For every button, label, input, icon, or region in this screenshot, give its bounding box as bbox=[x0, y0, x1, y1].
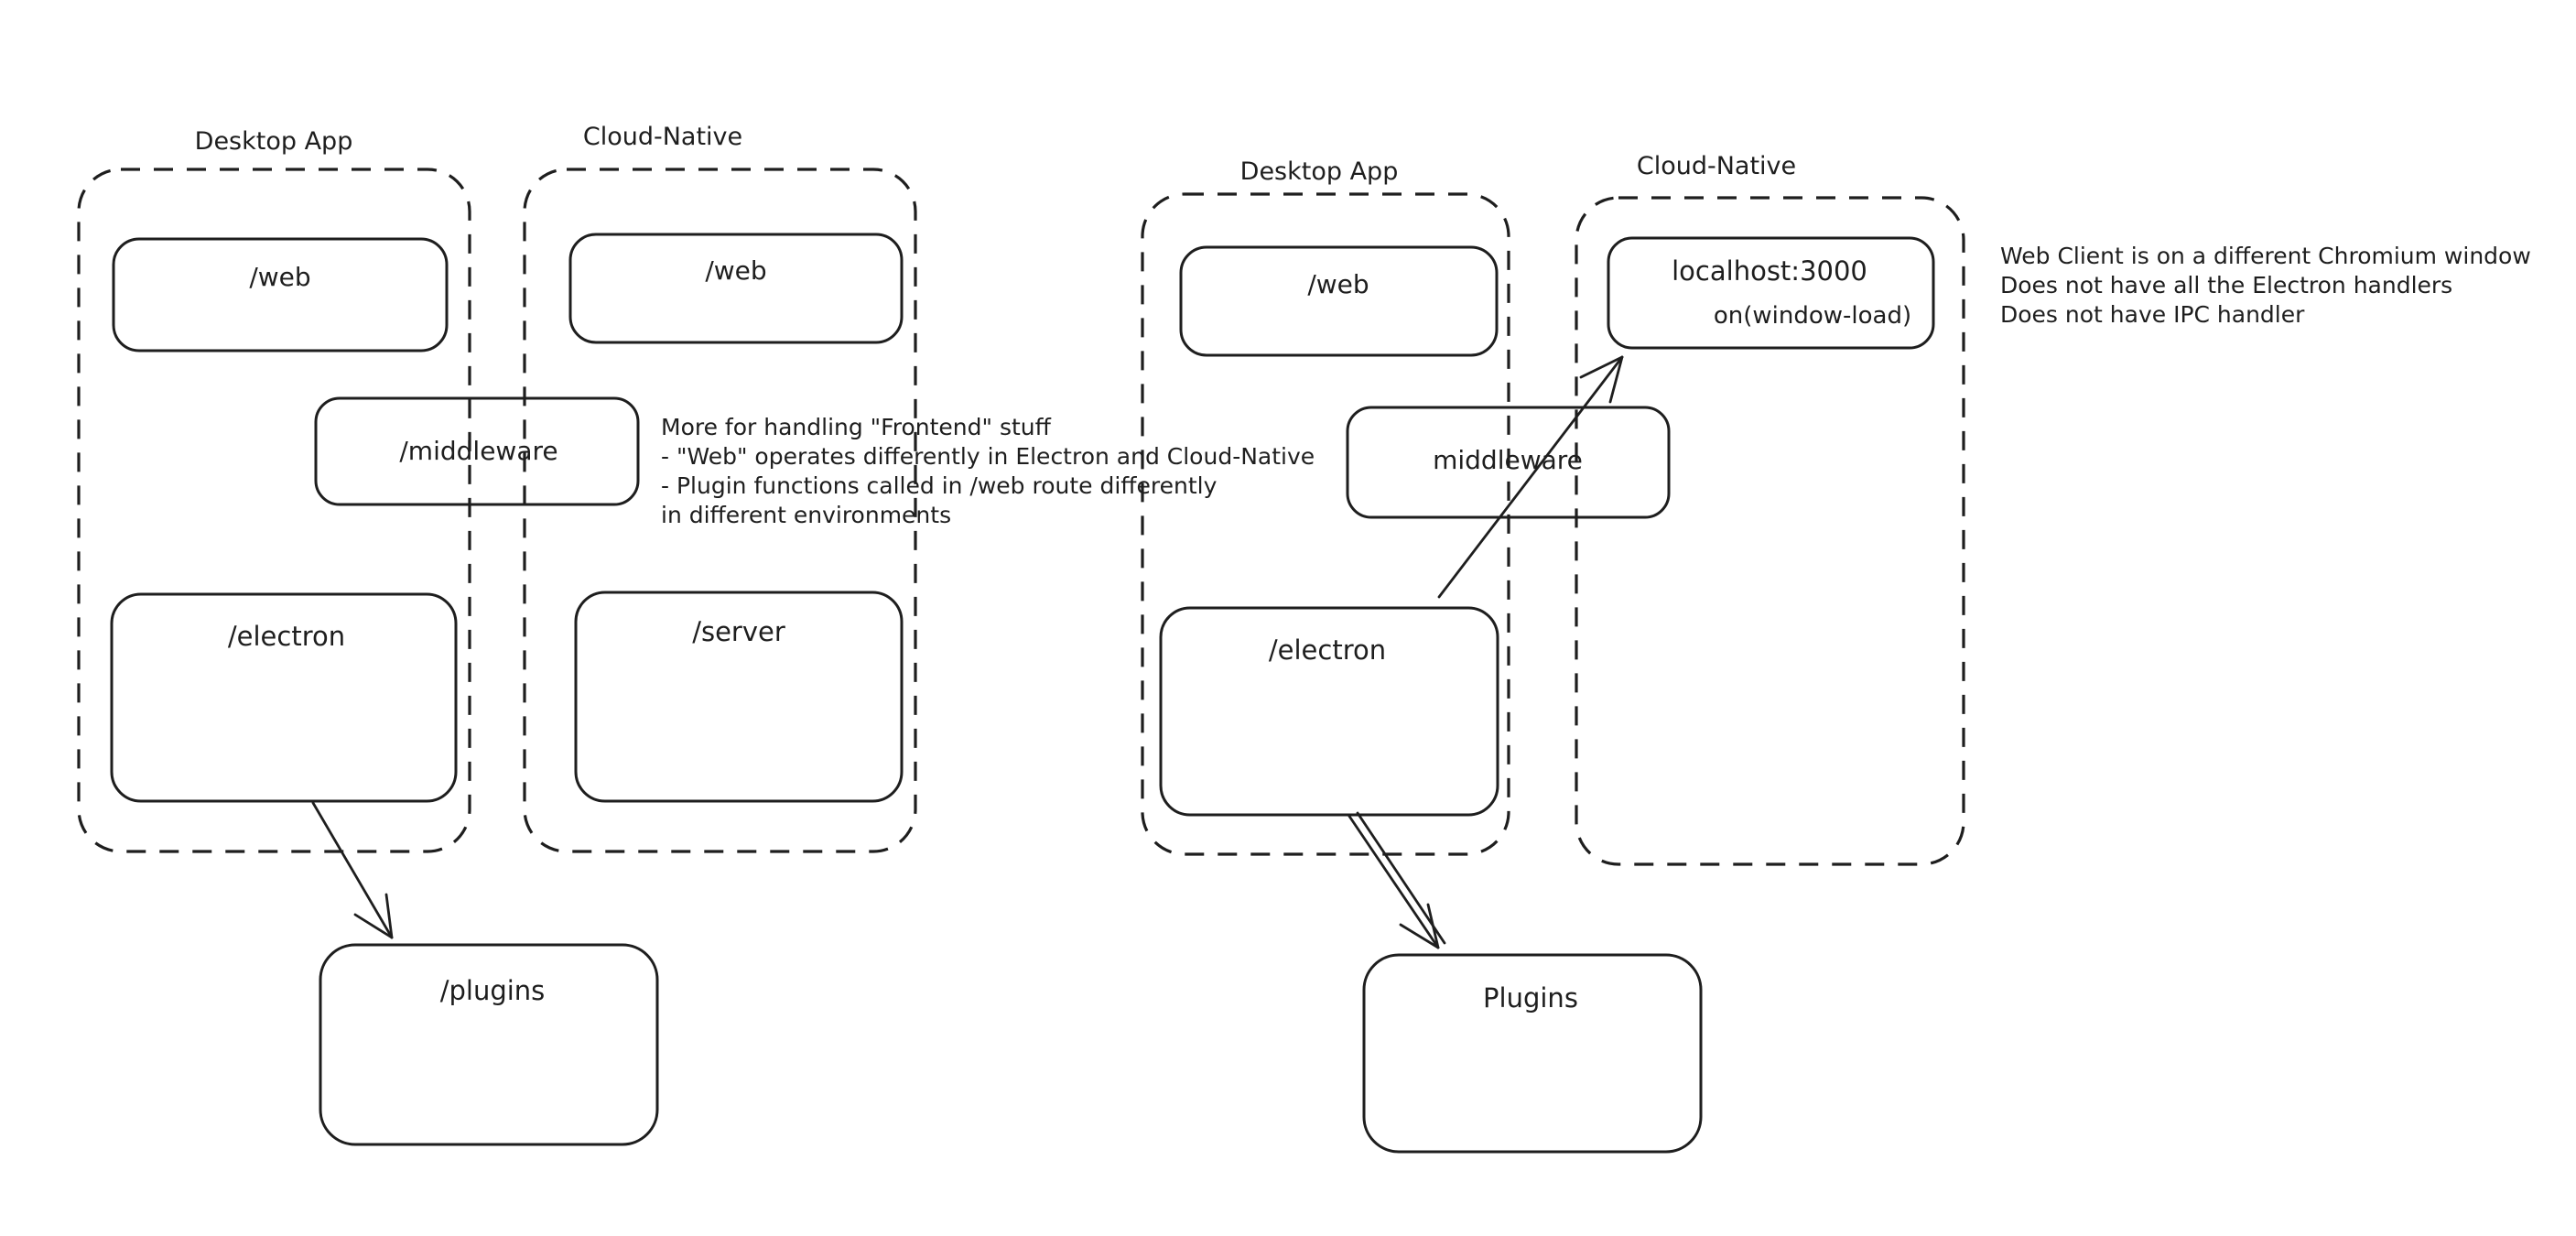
right-electron-label: /electron bbox=[1269, 634, 1386, 666]
left-plugins-box bbox=[319, 943, 659, 1146]
right-plugins-box bbox=[1362, 953, 1703, 1154]
right-localhost-event-label: on(window-load) bbox=[1714, 302, 1911, 330]
right-desktop-app-title: Desktop App bbox=[1240, 157, 1399, 186]
left-green-note-line-1: More for handling "Frontend" stuff bbox=[661, 414, 1052, 440]
left-desktop-web-label: /web bbox=[249, 262, 310, 292]
right-red-note: Web Client is on a different Chromium wi… bbox=[2000, 243, 2531, 328]
left-middleware-label: /middleware bbox=[399, 436, 557, 466]
left-desktop-app-container bbox=[77, 168, 471, 853]
right-desktop-web-label: /web bbox=[1307, 269, 1369, 299]
left-green-note-line-4: in different environments bbox=[661, 502, 951, 528]
right-desktop-app-container bbox=[1141, 192, 1510, 856]
right-electron-box bbox=[1159, 606, 1499, 817]
left-electron-label: /electron bbox=[228, 621, 345, 652]
right-electron-to-plugins-arrow bbox=[1347, 811, 1446, 949]
left-electron-to-plugins-arrow bbox=[311, 801, 394, 939]
left-green-note-line-2: - "Web" operates differently in Electron… bbox=[661, 443, 1315, 470]
right-middleware-box bbox=[1346, 406, 1671, 519]
right-electron-to-localhost-arrow bbox=[1437, 355, 1624, 599]
left-cloud-native-title: Cloud-Native bbox=[583, 123, 742, 151]
left-desktop-web-box bbox=[112, 237, 449, 352]
left-middleware-box bbox=[314, 396, 640, 506]
left-green-note: More for handling "Frontend" stuff - "We… bbox=[661, 414, 1315, 528]
right-red-note-line-2: Does not have all the Electron handlers bbox=[2000, 272, 2452, 298]
right-red-note-line-3: Does not have IPC handler bbox=[2000, 301, 2305, 328]
left-green-note-line-3: - Plugin functions called in /web route … bbox=[661, 472, 1218, 499]
right-localhost-label: localhost:3000 bbox=[1672, 255, 1867, 287]
left-cloud-native-container bbox=[523, 168, 917, 853]
right-localhost-box bbox=[1607, 236, 1935, 350]
left-plugins-label: /plugins bbox=[440, 975, 546, 1006]
right-diagram: Desktop App Cloud-Native /web localhost:… bbox=[1141, 152, 2531, 1154]
left-electron-box bbox=[110, 592, 458, 803]
left-cloud-web-box bbox=[568, 233, 904, 344]
left-server-label: /server bbox=[692, 616, 785, 647]
left-desktop-app-title: Desktop App bbox=[195, 127, 353, 156]
left-diagram: Desktop App Cloud-Native /web /web /midd… bbox=[77, 123, 1315, 1146]
left-server-box bbox=[574, 591, 904, 803]
right-desktop-web-box bbox=[1179, 245, 1499, 357]
right-plugins-label: Plugins bbox=[1483, 982, 1578, 1014]
right-red-note-line-1: Web Client is on a different Chromium wi… bbox=[2000, 243, 2531, 269]
right-cloud-native-title: Cloud-Native bbox=[1637, 152, 1796, 180]
right-middleware-label: middleware bbox=[1433, 445, 1583, 475]
right-cloud-native-container bbox=[1575, 196, 1965, 866]
left-cloud-web-label: /web bbox=[705, 255, 766, 286]
